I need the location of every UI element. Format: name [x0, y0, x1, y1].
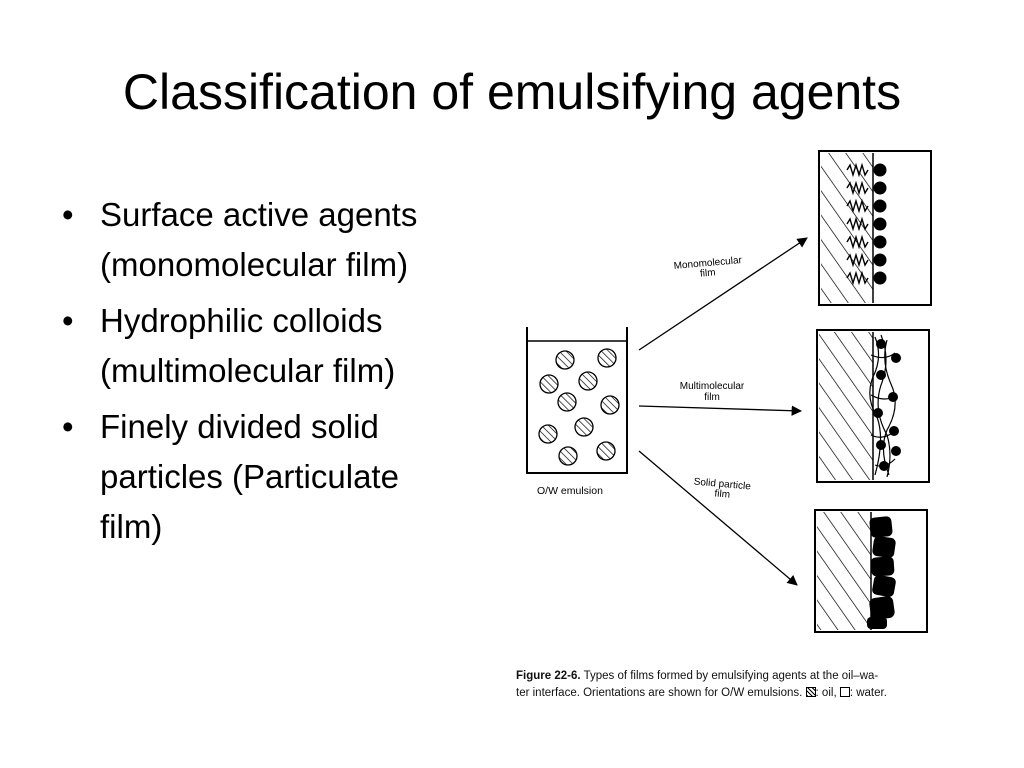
bullet-item: • Hydrophilic colloids (multimolecular f…: [62, 296, 532, 396]
bullet-dot-icon: •: [62, 196, 74, 233]
water-swatch-icon: [839, 687, 850, 697]
bullet-text: Hydrophilic colloids: [100, 302, 383, 339]
beaker-diagram: [526, 327, 628, 474]
bullet-dot-icon: •: [62, 302, 74, 339]
bullet-list: • Surface active agents (monomolecular f…: [62, 190, 532, 558]
arrow-solid: [638, 450, 798, 586]
oil-swatch-icon: [805, 687, 816, 697]
bullet-item: • Finely divided solid particles (Partic…: [62, 402, 532, 552]
oil-droplets: [538, 348, 620, 466]
bullet-text: (monomolecular film): [100, 246, 409, 283]
caption-text: ter interface. Orientations are shown fo…: [516, 687, 803, 699]
caption-text: Types of films formed by emulsifying age…: [583, 670, 879, 682]
bullet-item: • Surface active agents (monomolecular f…: [62, 190, 532, 290]
emulsifier-film-figure: O/W emulsion Monomolecular film Multimol…: [526, 150, 932, 633]
caption-oil-text: : oil,: [815, 687, 837, 699]
bullet-text: Surface active agents: [100, 196, 418, 233]
figure-caption: Figure 22-6. Types of films formed by em…: [516, 668, 946, 702]
slide-title: Classification of emulsifying agents: [122, 64, 902, 120]
caption-figure-number: Figure 22-6.: [516, 670, 581, 682]
beaker-label: O/W emulsion: [537, 485, 603, 497]
arrow-mono: [638, 237, 808, 351]
mono-label-2: film: [700, 267, 716, 279]
caption-water-text: : water.: [849, 687, 887, 699]
bullet-text: (multimolecular film): [100, 352, 396, 389]
solid-particle-film-panel: [814, 509, 928, 633]
multimolecular-film-panel: [816, 329, 930, 483]
bullet-text: Finely divided solid: [100, 408, 379, 445]
bullet-text: film): [100, 508, 163, 545]
solid-label-2: film: [714, 488, 730, 500]
monomolecular-film-panel: [818, 150, 932, 306]
multi-label-2: film: [704, 392, 720, 403]
bullet-text: particles (Particulate: [100, 458, 399, 495]
arrow-multi: [638, 405, 803, 416]
multi-label-1: Multimolecular: [680, 381, 745, 392]
bullet-dot-icon: •: [62, 408, 74, 445]
solid-label-1: Solid particle: [693, 477, 751, 493]
